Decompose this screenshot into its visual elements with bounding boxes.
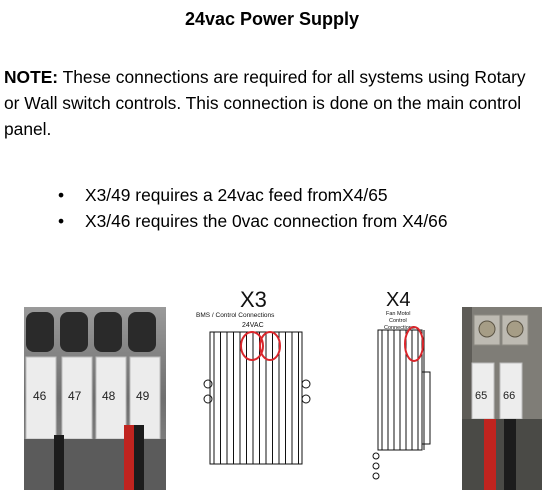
x4-heading: X4 [386, 289, 410, 311]
list-item: X3/46 requires the 0vac connection from … [58, 208, 448, 234]
x4-terminal-photo: 65 66 [462, 307, 542, 490]
terminal-label-66: 66 [503, 390, 515, 402]
note-text: These connections are required for all s… [4, 67, 526, 139]
highlight-circle-x3-46 [240, 331, 264, 361]
list-item: X3/49 requires a 24vac feed fromX4/65 [58, 182, 448, 208]
x4-subtitle-2: Control [389, 318, 407, 324]
note-paragraph: NOTE: These connections are required for… [4, 64, 534, 142]
x4-subtitle-3: Connections [384, 325, 415, 331]
note-label: NOTE: [4, 67, 59, 87]
x4-wiring-diagram: X4 Fan Motol Control Connections [370, 286, 440, 492]
x3-24vac-label: 24VAC [242, 322, 264, 329]
terminal-label-48: 48 [102, 389, 116, 403]
terminal-label-46: 46 [33, 389, 47, 403]
x4-subtitle-1: Fan Motol [386, 311, 410, 317]
highlight-circle-x3-49 [259, 331, 281, 361]
requirements-list: X3/49 requires a 24vac feed fromX4/65 X3… [58, 182, 448, 234]
terminal-label-47: 47 [68, 389, 82, 403]
terminal-label-49: 49 [136, 389, 150, 403]
x3-subtitle: BMS / Control Connections [196, 312, 275, 319]
page-title: 24vac Power Supply [184, 9, 360, 29]
highlight-circle-x4-65-66 [404, 326, 424, 362]
x3-terminal-photo: 46 47 48 49 [24, 307, 166, 490]
x3-wiring-diagram: X3 BMS / Control Connections 24VAC [196, 284, 326, 490]
terminal-label-65: 65 [475, 390, 487, 402]
x3-heading: X3 [240, 287, 267, 312]
